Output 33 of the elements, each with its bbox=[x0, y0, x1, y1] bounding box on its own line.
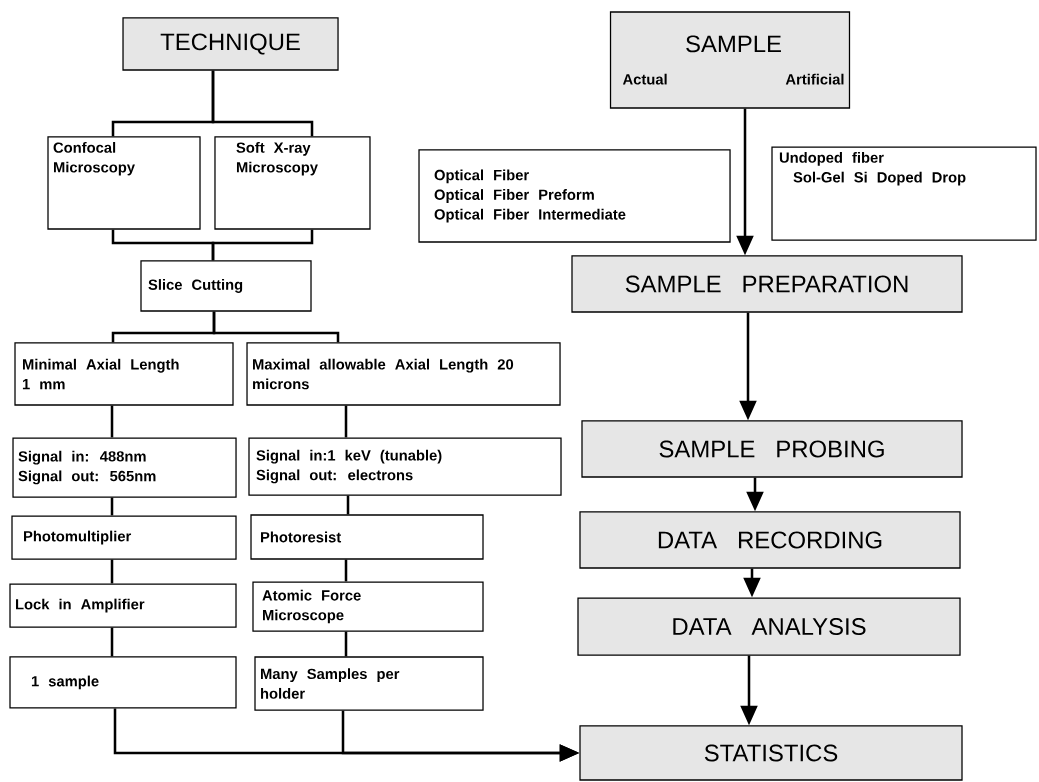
process-box: Many Samples per holder bbox=[254, 656, 484, 711]
process-box: Atomic Force Microscope bbox=[252, 581, 484, 632]
process-box: Maximal allowable Axial Length 20 microns bbox=[246, 342, 561, 406]
connector-line bbox=[211, 70, 314, 137]
connector-line bbox=[212, 311, 340, 343]
heading-box: DATA RECORDING bbox=[579, 511, 961, 569]
connector-line bbox=[110, 627, 114, 657]
process-box: Slice Cutting bbox=[140, 260, 312, 312]
process-box: Photomultiplier bbox=[11, 515, 237, 560]
connector-line bbox=[211, 229, 314, 261]
connector-line bbox=[344, 405, 348, 438]
heading-box: STATISTICS bbox=[579, 725, 963, 781]
connector-line bbox=[346, 495, 350, 515]
process-box: Confocal Microscopy bbox=[47, 136, 201, 230]
process-box: Signal in:1 keV (tunable) Signal out: electrons bbox=[248, 437, 562, 496]
process-box: Minimal Axial Length 1 mm bbox=[14, 342, 234, 406]
heading-box: SAMPLE Actual Artificial bbox=[609, 11, 851, 109]
connector-line bbox=[344, 559, 348, 582]
process-box: Lock in Amplifier bbox=[9, 583, 237, 628]
connector-line bbox=[344, 631, 348, 657]
heading-box: DATA ANALYSIS bbox=[577, 597, 961, 656]
process-box: 1 sample bbox=[9, 656, 237, 709]
heading-box: SAMPLE PREPARATION bbox=[571, 255, 963, 313]
heading-box: SAMPLE PROBING bbox=[581, 420, 963, 478]
process-box: Signal in: 488nm Signal out: 565nm bbox=[12, 437, 237, 498]
connector-line bbox=[110, 497, 114, 516]
heading-box: TECHNIQUE bbox=[122, 17, 339, 71]
process-box: Soft X-ray Microscopy bbox=[214, 136, 371, 230]
process-box: Optical Fiber Optical Fiber Preform Optical Fiber Intermediate bbox=[418, 149, 731, 243]
process-box: Photoresist bbox=[250, 514, 484, 560]
process-box: Undoped fiber Sol-Gel Si Doped Drop bbox=[771, 146, 1037, 241]
connector-line bbox=[110, 405, 114, 438]
connector-line bbox=[110, 559, 114, 584]
